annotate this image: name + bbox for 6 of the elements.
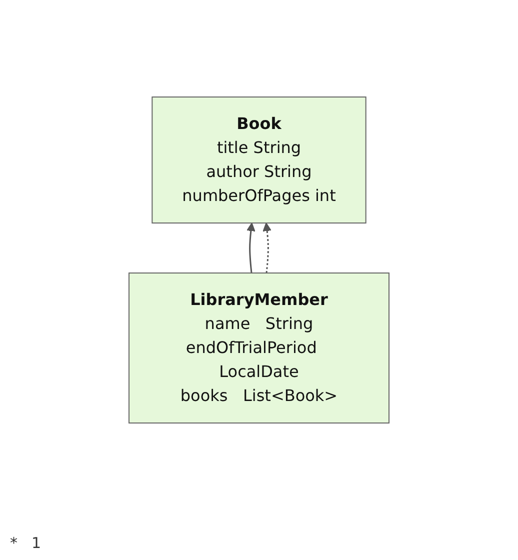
arrow (262, 222, 272, 274)
arrow (246, 222, 256, 274)
node-box: LibraryMember name String endOfTrialPeriod LocalDate books List<Book> (128, 272, 390, 424)
multiplicity-label: * (10, 534, 18, 552)
multiplicity-label: 1 (32, 534, 42, 552)
node-box: Book title String author String numberOfPages int (152, 96, 366, 224)
